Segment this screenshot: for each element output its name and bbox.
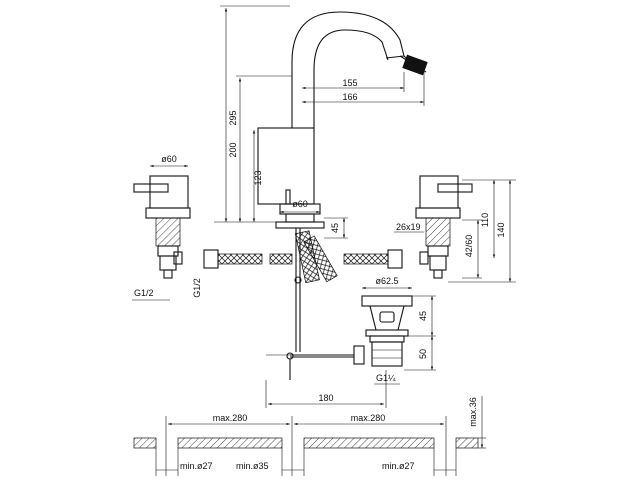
dim-right-42-60: 42/60 (464, 235, 474, 258)
dim-166: 166 (342, 92, 357, 102)
dim-right-140: 140 (496, 222, 506, 237)
dim-200: 200 (228, 142, 238, 157)
dim-max-36: max.36 (468, 397, 478, 427)
dim-right-nut: 26x19 (396, 222, 421, 232)
dim-min-27-left: min.ø27 (180, 461, 213, 471)
dim-waste-dia: ø62.5 (375, 276, 398, 286)
spout-assembly (257, 11, 428, 380)
dim-155: 155 (342, 78, 357, 88)
dim-waste-50: 50 (418, 349, 428, 359)
dim-waste-45: 45 (418, 311, 428, 321)
dim-min-27-right: min.ø27 (382, 461, 415, 471)
dim-123: 123 (253, 170, 263, 185)
dim-max-280-left: max.280 (213, 413, 248, 423)
dim-max-280-right: max.280 (351, 413, 386, 423)
countertop-section (133, 437, 479, 449)
left-valve (133, 175, 293, 279)
countertop-dimensions: max.280 max.280 min.ø27 min.ø35 min.ø27 … (155, 396, 486, 476)
dim-295: 295 (228, 110, 238, 125)
waste-assembly (266, 295, 413, 367)
dim-right-110: 110 (480, 213, 490, 227)
dim-left-g12-vert: G1/2 (192, 278, 202, 298)
waste-dimensions: ø62.5 45 50 G1¼ 180 (265, 276, 436, 408)
dim-left-dia: ø60 (161, 154, 177, 164)
dim-base-45: 45 (330, 223, 340, 233)
left-valve-dimensions: ø60 G1/2 G1/2 (132, 154, 202, 301)
dim-rod-180: 180 (318, 393, 333, 403)
right-valve (343, 175, 473, 279)
dim-min-35-center: min.ø35 (236, 461, 269, 471)
spout-dimensions: 295 200 123 155 166 ø60 45 (214, 5, 425, 239)
right-valve-dimensions: 26x19 42/60 110 140 (394, 179, 516, 283)
dim-base-dia: ø60 (292, 199, 308, 209)
dim-left-g12: G1/2 (134, 288, 154, 298)
